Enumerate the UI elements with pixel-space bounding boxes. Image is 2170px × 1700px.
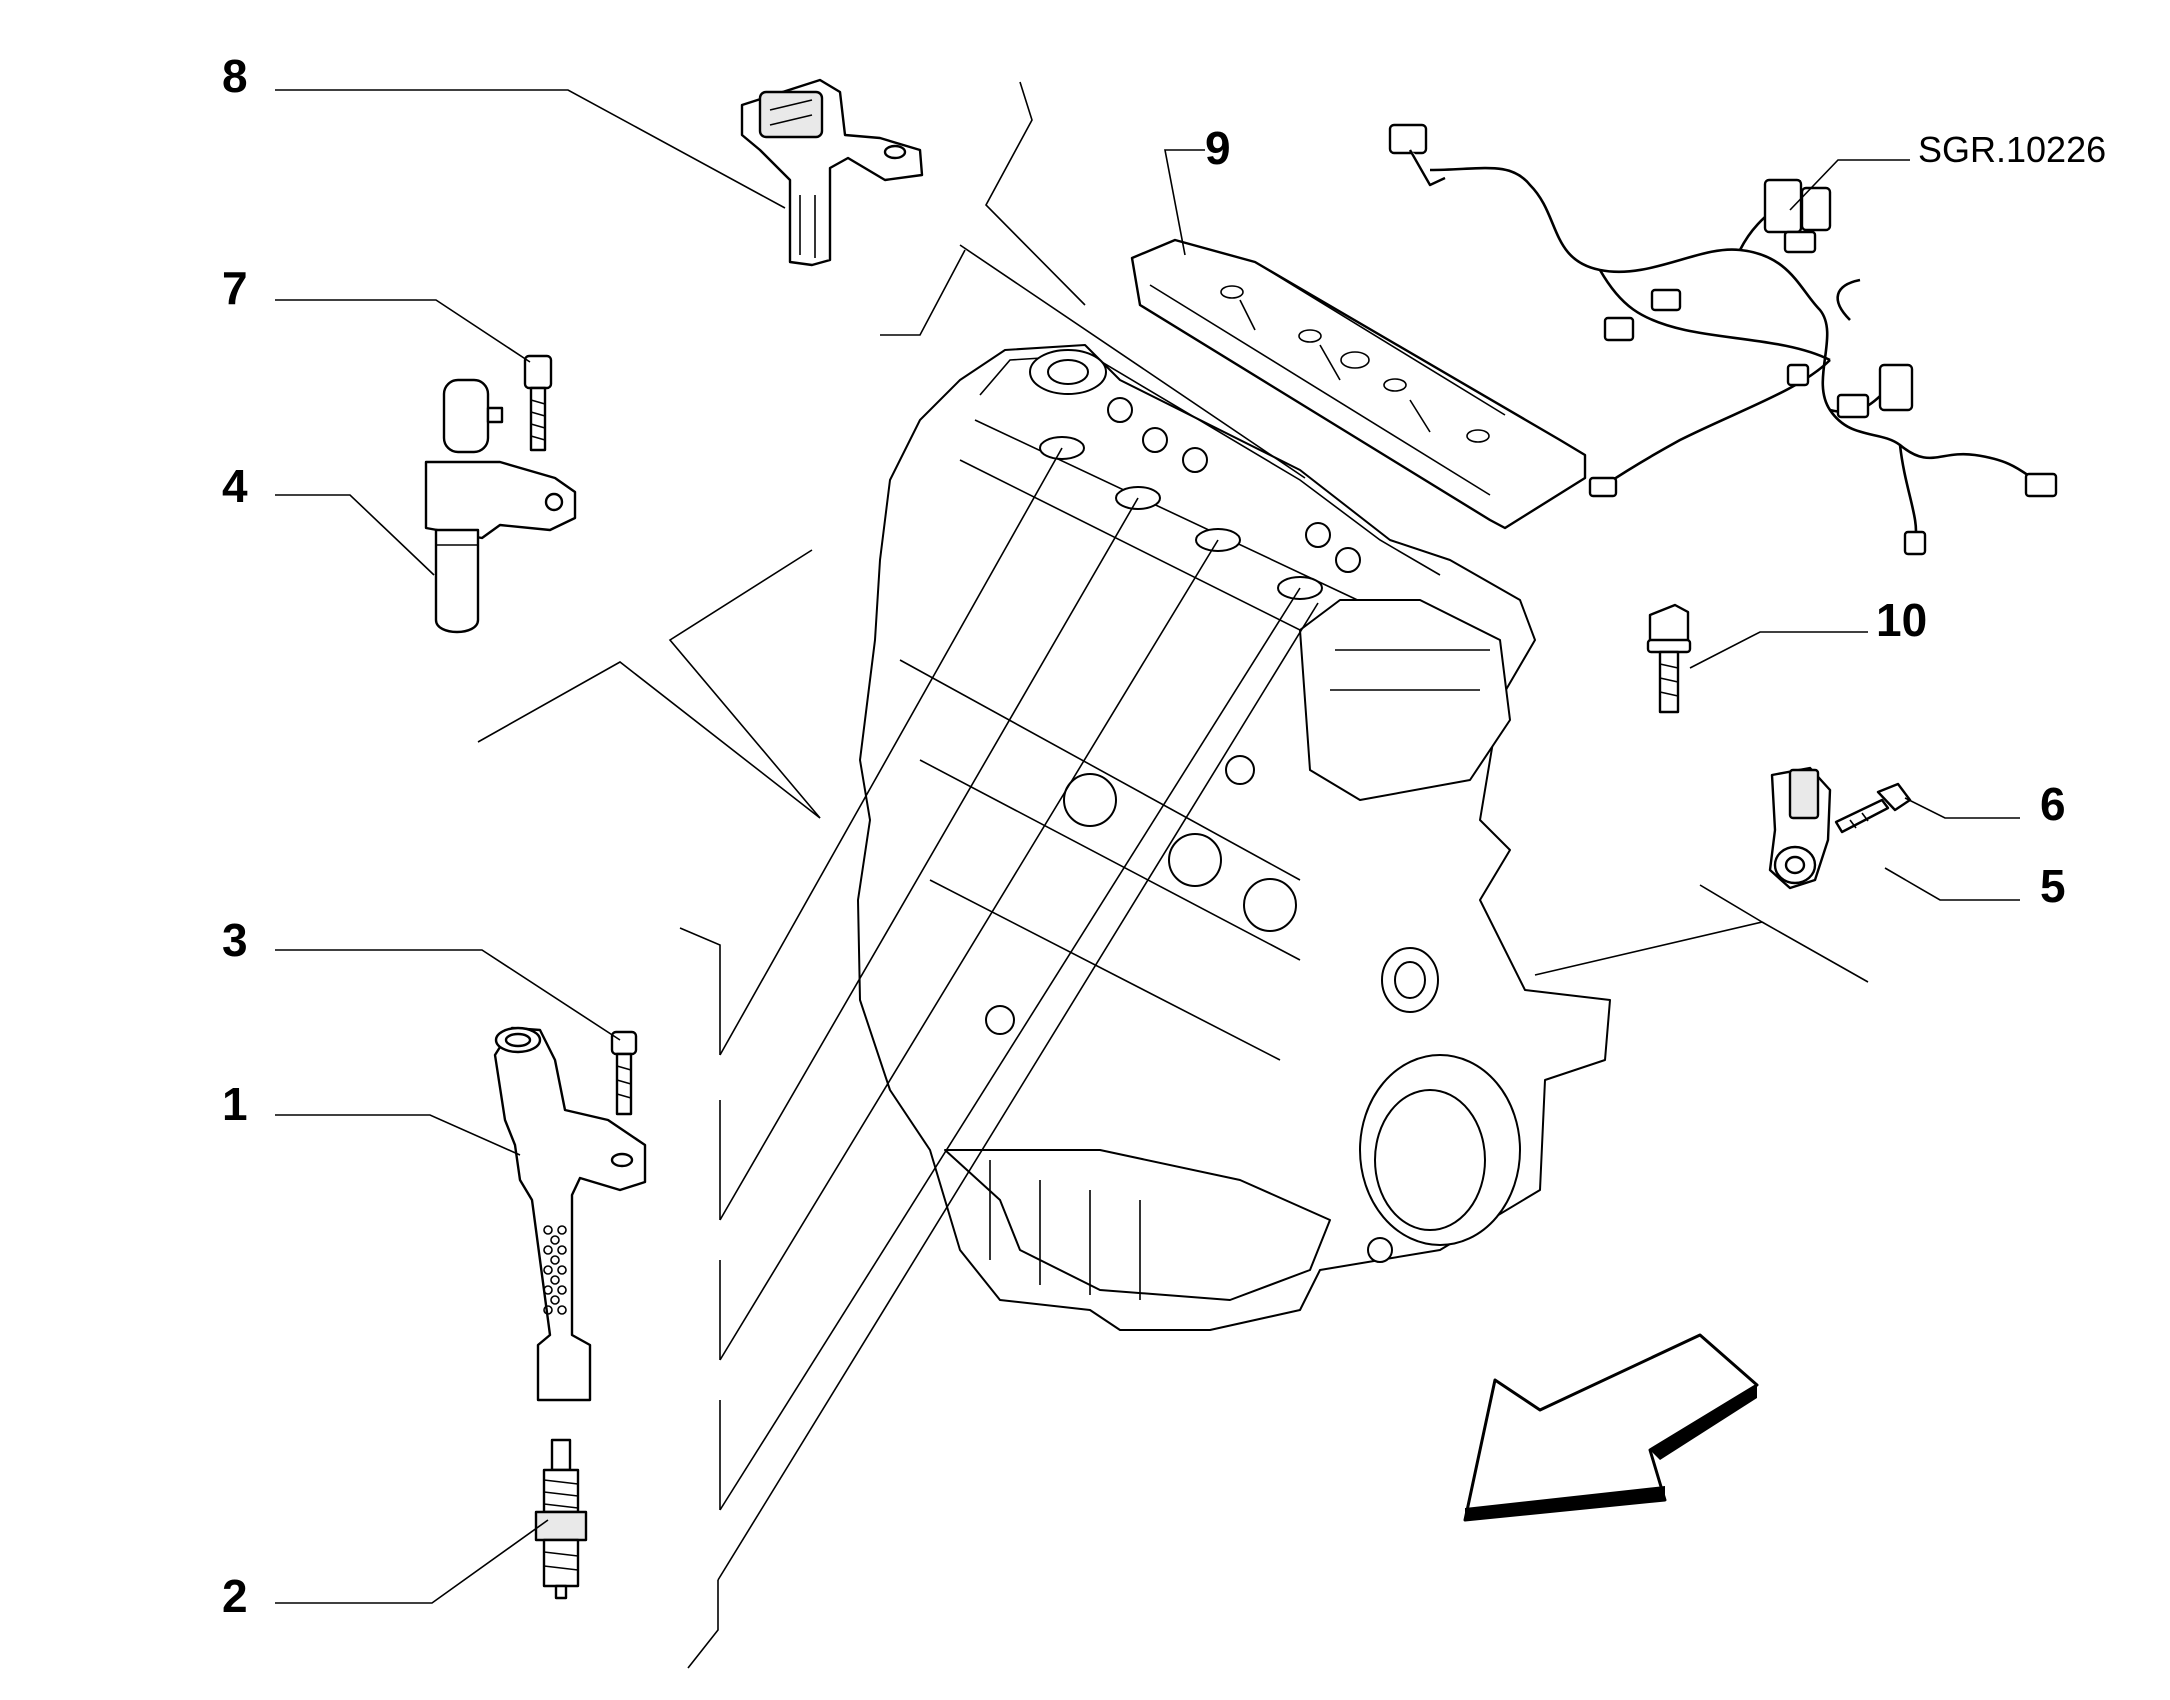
screw-part-3: [610, 1030, 638, 1116]
callout-8: 8: [222, 50, 248, 102]
callout-4: 4: [222, 460, 248, 512]
callout-leaders: [275, 89, 2020, 1604]
heat-shield-part-9: [1130, 238, 1587, 530]
screw-part-6: [1834, 782, 1912, 834]
coil-vent-holes: [543, 1225, 567, 1315]
callout-labels: 8 7 4 3 1 2 9 10 6 5 SGR.10226: [222, 50, 2106, 1622]
callout-10: 10: [1876, 594, 1927, 646]
bolt-part-10: [1646, 603, 1692, 714]
screw-part-7: [523, 354, 553, 452]
callout-3: 3: [222, 914, 248, 966]
callout-7: 7: [222, 262, 248, 314]
spark-plug-well-leaders: [679, 447, 1319, 1669]
callout-9: 9: [1205, 122, 1231, 174]
knock-sensor-part-5: [1768, 766, 1832, 890]
callout-5: 5: [2040, 860, 2066, 912]
crank-position-sensor-part-4: [424, 378, 577, 634]
wiring-harness: [1388, 123, 2058, 556]
reference-code: SGR.10226: [1918, 129, 2106, 170]
callout-6: 6: [2040, 778, 2066, 830]
ignition-coil-part-1: [493, 1026, 647, 1402]
callout-1: 1: [222, 1078, 248, 1130]
callout-2: 2: [222, 1570, 248, 1622]
spark-plug-part-2: [534, 1438, 588, 1600]
engine-block-illustration: [857, 344, 1611, 1331]
bracket-lines: [477, 81, 1869, 983]
cam-position-sensor-part-8: [740, 78, 924, 267]
orientation-arrow-icon: [1463, 1333, 1759, 1522]
